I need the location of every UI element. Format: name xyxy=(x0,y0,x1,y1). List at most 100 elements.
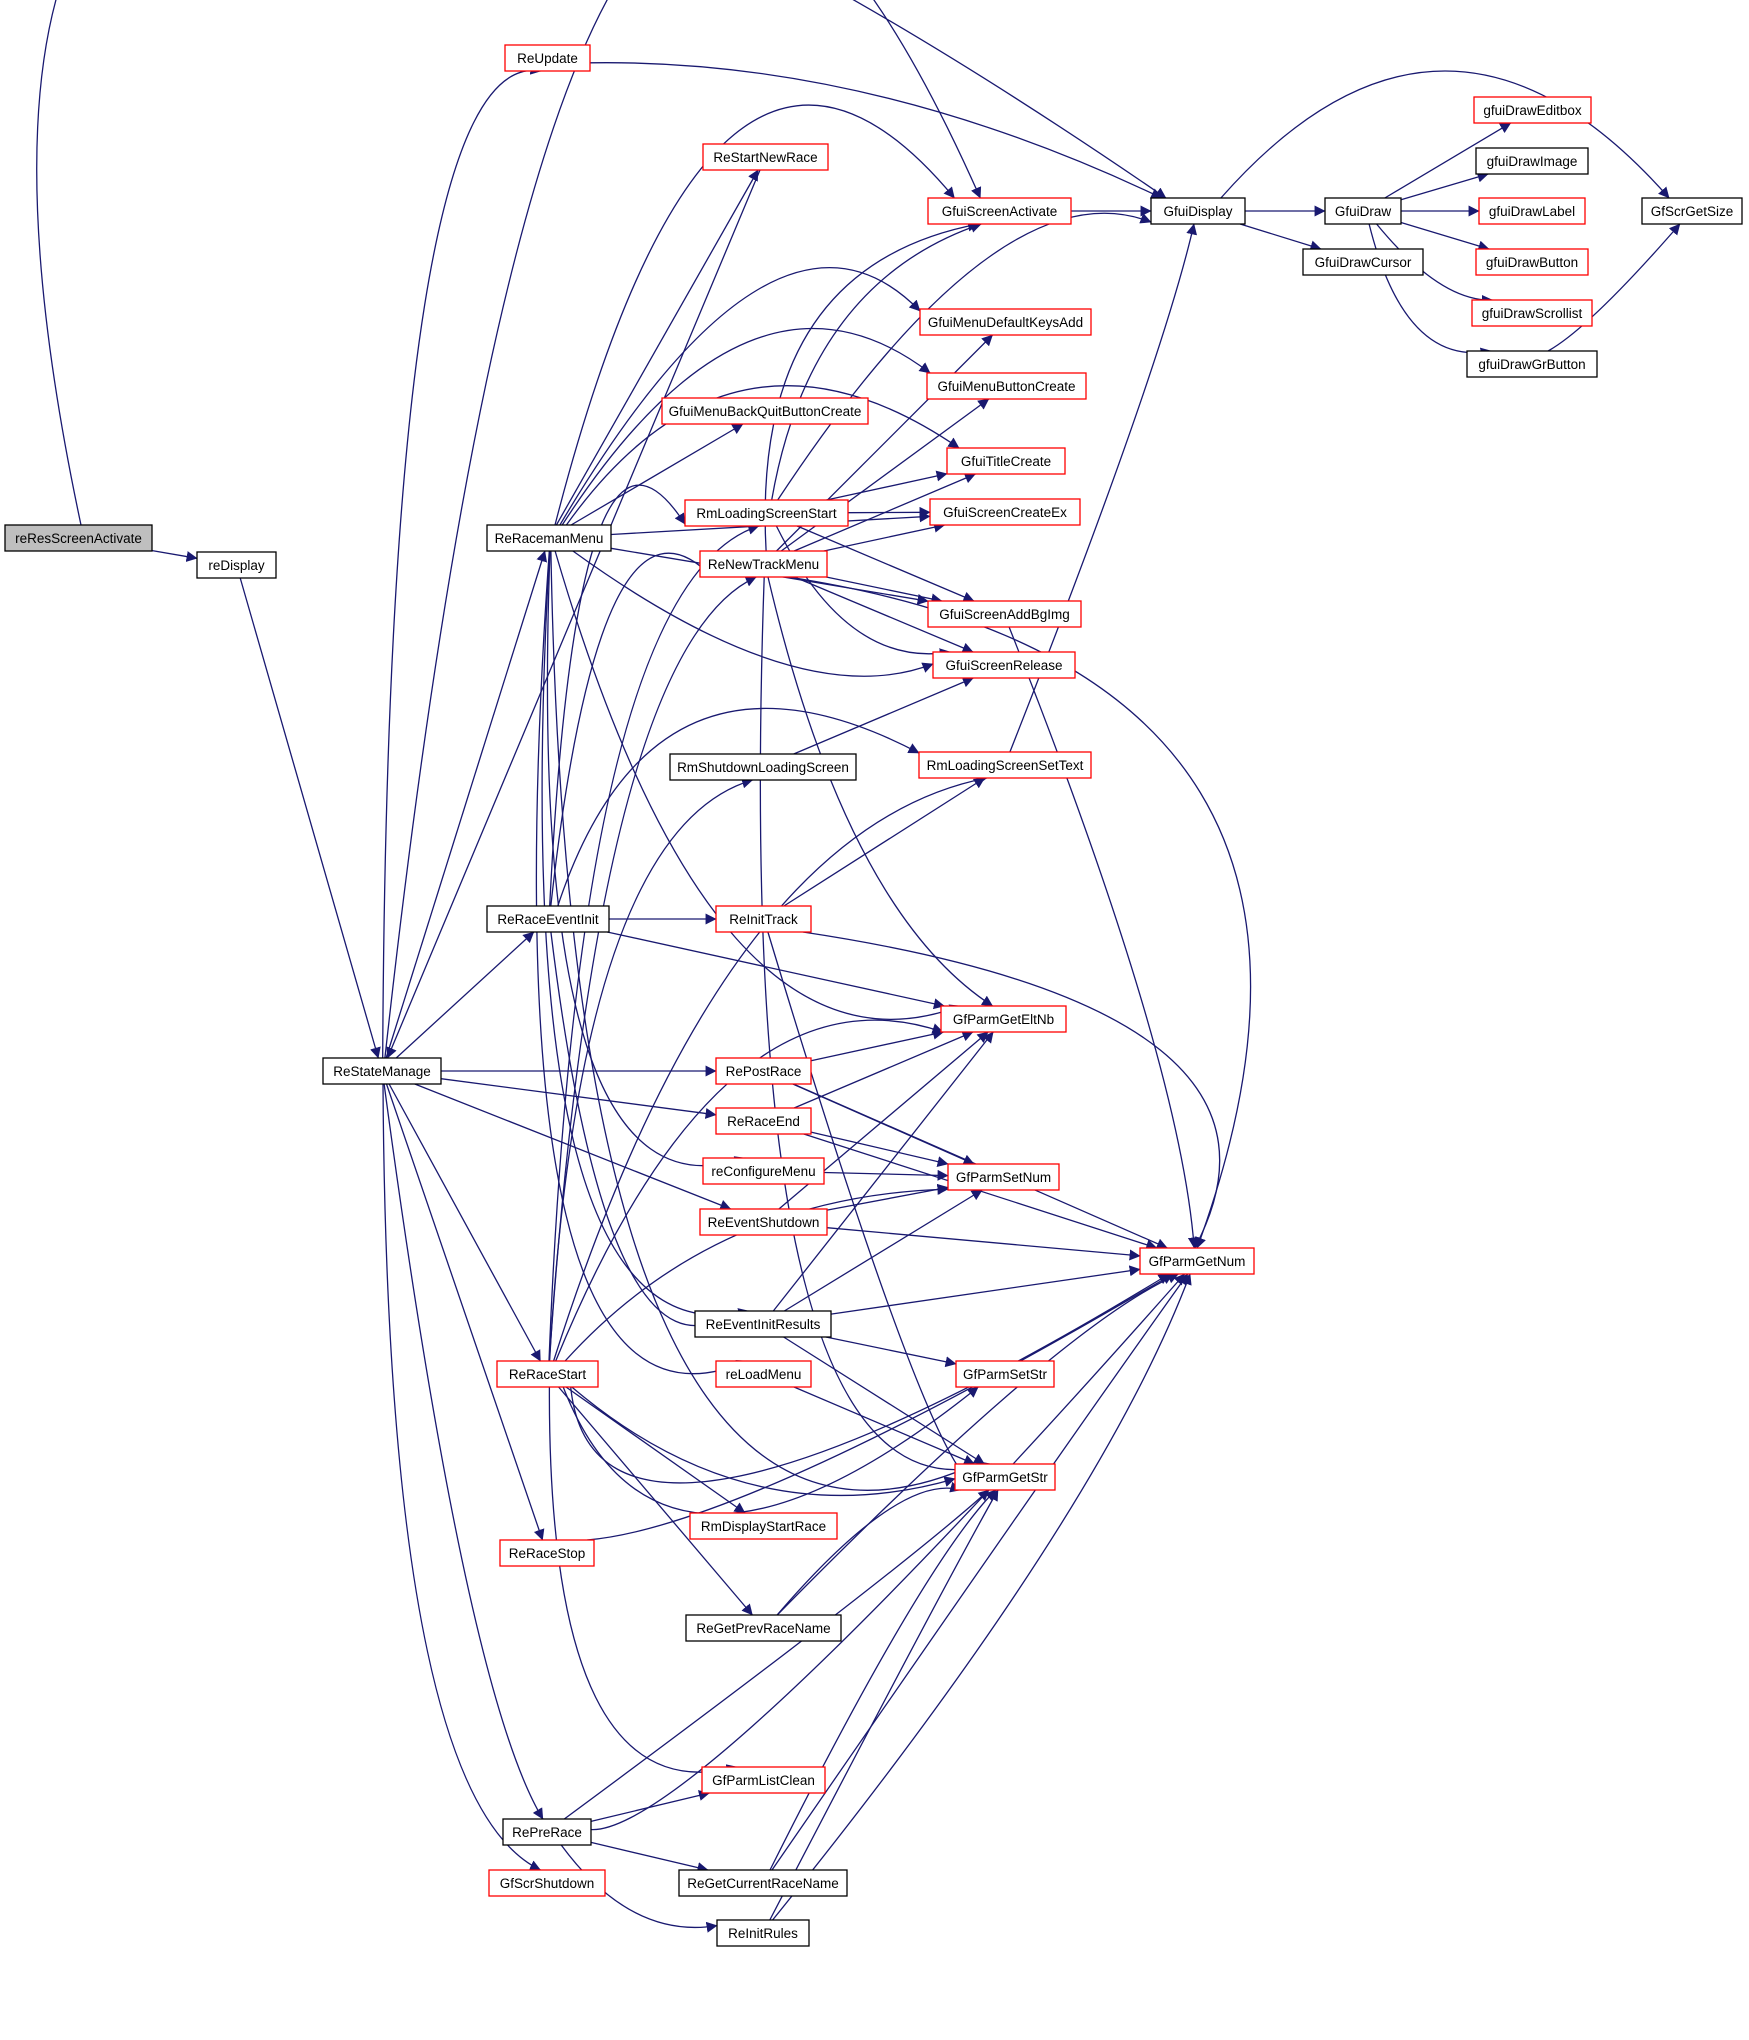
node-box xyxy=(1473,96,1592,124)
edge-re-new-track-menu-to-gfui-title-create xyxy=(793,473,976,552)
node-re-get-prev-race-name[interactable]: ReGetPrevRaceName xyxy=(685,1614,842,1642)
edge-line xyxy=(557,707,920,907)
node-gfui-menu-button-create[interactable]: GfuiMenuButtonCreate xyxy=(926,372,1087,400)
node-re-res-screen-activate[interactable]: reResScreenActivate xyxy=(4,524,153,552)
node-label: ReRaceStart xyxy=(509,1367,587,1382)
node-gfui-screen-create-ex[interactable]: GfuiScreenCreateEx xyxy=(929,498,1081,526)
node-label: RePreRace xyxy=(512,1825,582,1840)
node-box xyxy=(919,308,1092,336)
edge-re-configure-menu-to-gf-parm-set-num xyxy=(823,1169,949,1181)
edge-re-state-manage-to-re-race-stop xyxy=(385,1083,545,1541)
edge-re-post-race-to-gf-parm-get-elt-nb xyxy=(810,1028,945,1062)
edge-re-get-prev-race-name-to-gf-parm-get-num xyxy=(776,1273,1179,1616)
node-gfui-draw-label[interactable]: gfuiDrawLabel xyxy=(1478,197,1586,225)
edge-re-state-manage-to-re-event-shutdown xyxy=(414,1083,732,1211)
edge-line xyxy=(590,1841,709,1873)
node-re-race-end[interactable]: ReRaceEnd xyxy=(715,1107,812,1135)
edge-re-race-event-init-to-rm-loading-screen-set-text xyxy=(557,707,920,907)
edge-line xyxy=(823,1169,949,1181)
edge-line xyxy=(776,1481,962,1616)
edge-re-init-track-to-gf-parm-get-num xyxy=(802,931,1221,1249)
node-gfui-draw-cursor[interactable]: GfuiDrawCursor xyxy=(1302,248,1424,276)
node-box xyxy=(699,550,828,578)
node-re-raceman-menu[interactable]: ReRacemanMenu xyxy=(486,524,612,552)
edge-re-res-screen-activate-to-gfui-display xyxy=(36,0,1167,526)
edge-re-raceman-menu-to-re-event-init-results xyxy=(541,550,750,1319)
node-gfui-screen-activate[interactable]: GfuiScreenActivate xyxy=(927,197,1072,225)
node-label: reLoadMenu xyxy=(726,1367,802,1382)
edge-re-load-menu-to-gf-parm-get-str xyxy=(793,1386,976,1465)
node-gf-parm-set-num[interactable]: GfParmSetNum xyxy=(947,1163,1060,1191)
node-label: ReEventInitResults xyxy=(706,1317,821,1332)
node-gfui-draw-editbox[interactable]: gfuiDrawEditbox xyxy=(1473,96,1592,124)
node-gf-parm-get-elt-nb[interactable]: GfParmGetEltNb xyxy=(940,1005,1067,1033)
node-re-display[interactable]: reDisplay xyxy=(196,551,277,579)
edge-line xyxy=(1400,221,1490,252)
node-gfui-menu-back-quit-button-create[interactable]: GfuiMenuBackQuitButtonCreate xyxy=(661,397,869,425)
node-re-start-new-race[interactable]: ReStartNewRace xyxy=(702,143,829,171)
node-rm-display-start-race[interactable]: RmDisplayStartRace xyxy=(689,1512,838,1540)
node-gf-scr-shutdown[interactable]: GfScrShutdown xyxy=(488,1869,606,1897)
node-box xyxy=(488,1869,606,1897)
edge-re-race-start-to-re-new-track-menu xyxy=(548,576,757,1362)
edge-re-event-shutdown-to-gf-parm-set-num xyxy=(826,1183,949,1211)
node-box xyxy=(661,397,869,425)
node-box xyxy=(502,1818,592,1846)
edge-line xyxy=(383,1083,544,1820)
node-re-race-stop[interactable]: ReRaceStop xyxy=(499,1539,595,1567)
node-label: GfScrGetSize xyxy=(1651,204,1734,219)
node-gf-parm-set-str[interactable]: GfParmSetStr xyxy=(955,1360,1055,1388)
edge-line xyxy=(771,1273,1189,1871)
node-rm-loading-screen-set-text[interactable]: RmLoadingScreenSetText xyxy=(918,751,1092,779)
node-re-load-menu[interactable]: reLoadMenu xyxy=(715,1360,812,1388)
node-re-race-start[interactable]: ReRaceStart xyxy=(496,1360,599,1388)
edge-gfui-draw-to-gfui-draw-image xyxy=(1400,171,1489,201)
node-label: ReNewTrackMenu xyxy=(708,557,819,572)
node-re-event-init-results[interactable]: ReEventInitResults xyxy=(694,1310,832,1338)
node-gfui-draw-scrollist[interactable]: gfuiDrawScrollist xyxy=(1471,299,1593,327)
edge-re-display-to-re-state-manage xyxy=(239,577,381,1059)
node-re-init-rules[interactable]: ReInitRules xyxy=(716,1919,810,1947)
node-gfui-draw[interactable]: GfuiDraw xyxy=(1324,197,1402,225)
edge-line xyxy=(769,1489,997,1871)
node-gfui-title-create[interactable]: GfuiTitleCreate xyxy=(946,447,1066,475)
node-box xyxy=(947,1163,1060,1191)
edge-re-race-start-to-rm-loading-screen-set-text xyxy=(552,774,988,1362)
edge-re-race-stop-to-gf-parm-get-num xyxy=(587,1273,1174,1541)
edge-line xyxy=(385,550,548,1059)
node-box xyxy=(932,651,1076,679)
node-re-configure-menu[interactable]: reConfigureMenu xyxy=(702,1157,825,1185)
node-gfui-draw-image[interactable]: gfuiDrawImage xyxy=(1475,147,1589,175)
node-re-event-shutdown[interactable]: ReEventShutdown xyxy=(699,1208,828,1236)
node-gfui-menu-default-keys-add[interactable]: GfuiMenuDefaultKeysAdd xyxy=(919,308,1092,336)
node-gf-scr-get-size[interactable]: GfScrGetSize xyxy=(1641,197,1743,225)
node-re-init-track[interactable]: ReInitTrack xyxy=(715,905,812,933)
node-gf-parm-get-num[interactable]: GfParmGetNum xyxy=(1139,1247,1255,1275)
node-re-race-event-init[interactable]: ReRaceEventInit xyxy=(486,905,610,933)
node-gfui-screen-add-bg-img[interactable]: GfuiScreenAddBgImg xyxy=(927,600,1082,628)
edge-line xyxy=(780,398,990,552)
node-box xyxy=(1471,299,1593,327)
node-re-update[interactable]: ReUpdate xyxy=(504,44,591,72)
node-gfui-draw-gr-button[interactable]: gfuiDrawGrButton xyxy=(1466,350,1598,378)
node-rm-shutdown-loading-screen[interactable]: RmShutdownLoadingScreen xyxy=(669,753,857,781)
node-re-state-manage[interactable]: ReStateManage xyxy=(322,1057,442,1085)
node-re-get-current-race-name[interactable]: ReGetCurrentRaceName xyxy=(678,1869,848,1897)
node-gf-parm-get-str[interactable]: GfParmGetStr xyxy=(954,1463,1056,1491)
node-re-post-race[interactable]: RePostRace xyxy=(715,1057,812,1085)
edge-re-pre-race-to-gf-parm-get-num xyxy=(571,1273,1186,1831)
node-gfui-draw-button[interactable]: gfuiDrawButton xyxy=(1475,248,1589,276)
node-re-new-track-menu[interactable]: ReNewTrackMenu xyxy=(699,550,828,578)
node-rm-loading-screen-start[interactable]: RmLoadingScreenStart xyxy=(684,499,849,527)
edge-line xyxy=(559,266,921,526)
node-re-pre-race[interactable]: RePreRace xyxy=(502,1818,592,1846)
edge-re-pre-race-to-re-init-rules xyxy=(560,1844,718,1933)
node-label: ReStateManage xyxy=(333,1064,431,1079)
edge-line xyxy=(1368,223,1492,359)
node-gfui-display[interactable]: GfuiDisplay xyxy=(1150,197,1246,225)
edge-line xyxy=(552,774,988,1362)
edge-re-new-track-menu-to-gfui-screen-activate xyxy=(764,220,980,552)
node-label: GfParmSetStr xyxy=(963,1367,1048,1382)
node-gf-parm-list-clean[interactable]: GfParmListClean xyxy=(701,1766,826,1794)
node-gfui-screen-release[interactable]: GfuiScreenRelease xyxy=(932,651,1076,679)
